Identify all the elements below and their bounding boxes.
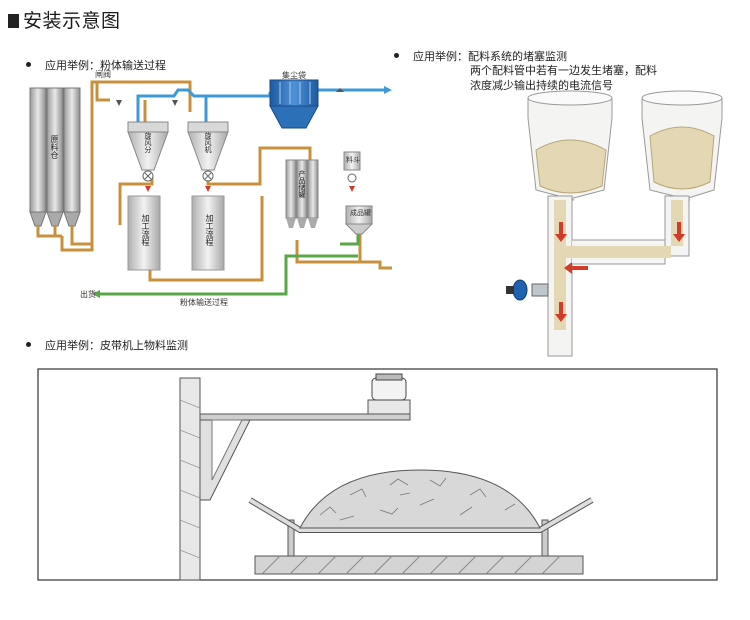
blue-pipes <box>136 88 384 124</box>
bullet-icon <box>26 62 31 67</box>
process-tank-1 <box>127 195 161 271</box>
label-raw-silo: 原料仓 <box>50 135 59 159</box>
dust-collector <box>269 79 319 129</box>
section-label-powder: 应用举例：粉体输送过程 <box>26 57 166 73</box>
label-process-1: 加工流程 <box>141 214 150 246</box>
page-title: 安装示意图 <box>8 6 121 33</box>
cyclone-1 <box>127 121 169 192</box>
blockage-description: 两个配料管中若有一边发生堵塞，配料 浓度减少输出持续的电流信号 <box>470 64 657 92</box>
label-cyclone-2: 旋风机 <box>204 132 212 153</box>
bullet-icon <box>394 53 399 58</box>
label-product-silo: 产品储罐 <box>298 170 306 198</box>
label-outlet: 出货 <box>80 290 96 299</box>
belt-diagram <box>37 368 718 581</box>
label-return-line: 粉体输送过程 <box>180 298 228 307</box>
label-sensor-box: 料斗 <box>346 156 360 164</box>
bullet-icon <box>26 342 31 347</box>
label-cyclone-1: 旋风分 <box>144 132 152 153</box>
product-silos <box>285 159 319 228</box>
brown-pipes <box>36 80 392 282</box>
flow-arrows <box>555 222 685 322</box>
section-label-blockage: 应用举例：配料系统的堵塞监测 <box>394 48 567 64</box>
label-small-silo: 成品罐 <box>350 209 371 217</box>
label-process-2: 加工流程 <box>205 214 214 246</box>
green-return-pipe <box>100 230 360 296</box>
cyclone-2 <box>187 121 229 192</box>
small-silo <box>344 205 374 235</box>
label-valve: 闸阀 <box>95 70 111 79</box>
raw-silos <box>29 87 81 227</box>
sensor-icons <box>116 88 344 106</box>
blockage-diagram <box>506 90 723 357</box>
green-arrow-icon <box>92 290 100 298</box>
label-dust-bag: 集尘袋 <box>282 71 306 80</box>
section-label-belt: 应用举例：皮带机上物料监测 <box>26 337 188 353</box>
sensor-hopper <box>343 151 361 192</box>
blue-arrow-icon <box>384 86 392 94</box>
process-tank-2 <box>191 195 225 271</box>
title-square-icon <box>8 14 19 28</box>
